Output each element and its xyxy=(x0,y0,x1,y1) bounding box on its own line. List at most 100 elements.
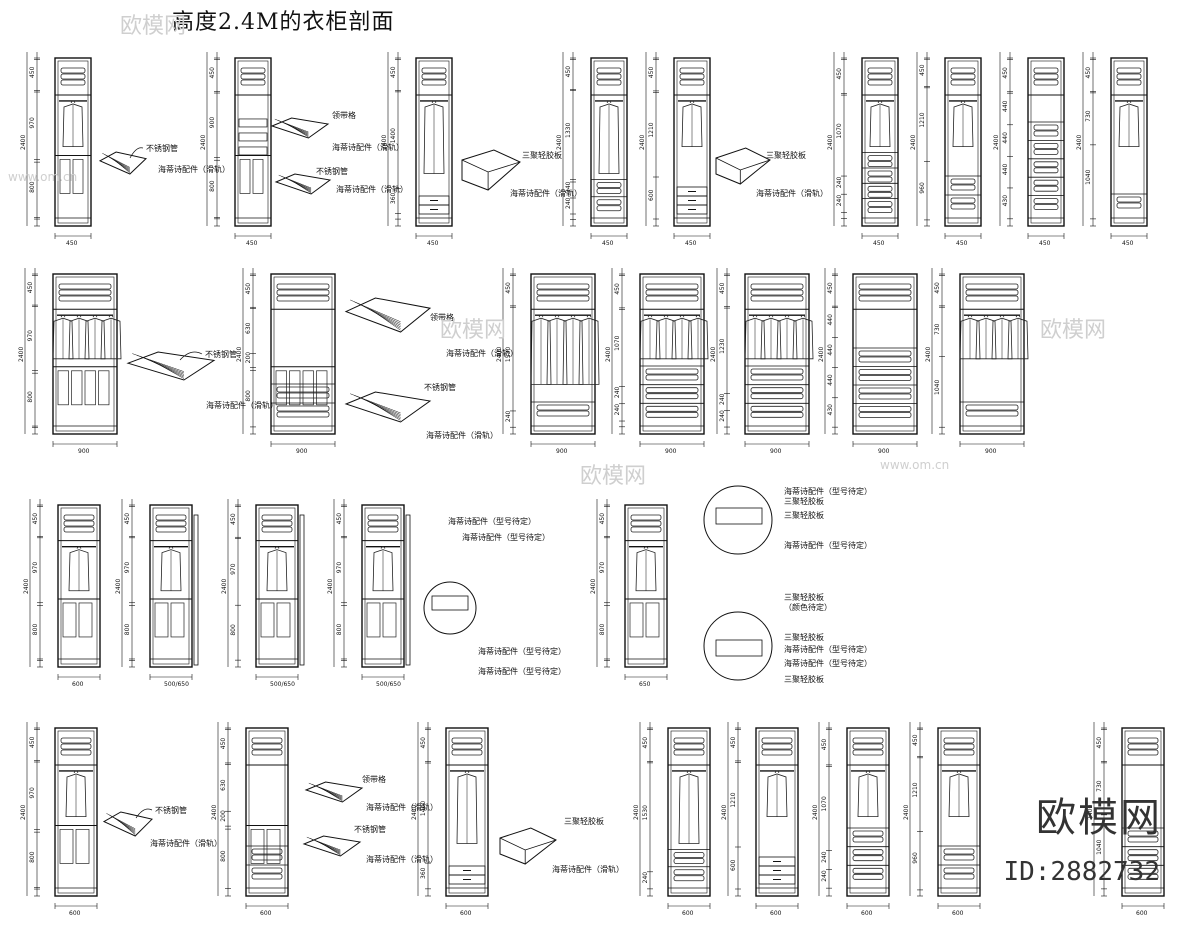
hanging-trousers xyxy=(84,370,96,406)
dimension-value: 360 xyxy=(420,867,427,879)
dimension-value: 450 xyxy=(27,282,34,294)
cabinet-inner-panel xyxy=(248,730,286,894)
hanger-hook xyxy=(431,100,437,104)
folded-clothes xyxy=(367,514,399,521)
folded-clothes xyxy=(943,873,975,880)
dimension-value: 450 xyxy=(336,513,343,525)
folded-clothes xyxy=(630,520,662,527)
hanging-garment xyxy=(456,773,478,844)
dimension-value: 900 xyxy=(209,117,216,129)
hanging-trousers xyxy=(71,370,83,406)
hanging-trousers xyxy=(98,370,110,406)
dimension-value: 800 xyxy=(336,624,343,636)
dimension-value: 630 xyxy=(245,322,252,334)
cabinet-frame xyxy=(590,57,628,227)
dimension-value: 200 xyxy=(220,810,227,822)
folded-clothes xyxy=(858,406,912,412)
label-hettich-slide: 海蒂诗配件（滑轨） xyxy=(158,164,230,174)
cabinet-frame xyxy=(1027,57,1065,227)
folded-clothes xyxy=(155,526,187,533)
dimension-value: 450 xyxy=(934,282,941,294)
folded-clothes xyxy=(1033,67,1059,74)
folded-clothes xyxy=(852,836,884,843)
folded-clothes xyxy=(1116,67,1142,74)
folded-clothes xyxy=(858,393,912,400)
hanging-garment xyxy=(372,549,394,592)
hanger-hook xyxy=(768,314,774,318)
hanger-hook xyxy=(967,314,973,318)
hanging-trousers xyxy=(366,602,381,638)
folded-clothes xyxy=(679,79,705,86)
width-dimension-value: 600 xyxy=(861,910,873,917)
dimension-value: 960 xyxy=(919,182,926,194)
width-dimension-value: 900 xyxy=(770,448,782,455)
dimension-value: 450 xyxy=(1096,737,1103,749)
label-hettich-model: 海蒂诗配件（型号待定） xyxy=(784,540,872,550)
hanging-garment xyxy=(678,773,700,844)
folded-clothes xyxy=(867,207,893,214)
folded-clothes xyxy=(965,289,1019,296)
folded-clothes xyxy=(679,73,705,80)
hanging-garment xyxy=(530,317,552,385)
hanging-trousers xyxy=(302,370,314,406)
stainless-tube-tray xyxy=(274,173,332,195)
folded-clothes xyxy=(1033,161,1059,168)
folded-clothes xyxy=(536,283,590,290)
hanger-hook xyxy=(877,100,883,104)
cabinet-frame xyxy=(361,504,405,668)
hanging-garment xyxy=(68,317,90,360)
dimension-total: 2400 xyxy=(818,347,825,362)
hanger-hook xyxy=(586,314,592,318)
dimension-value: 1210 xyxy=(648,122,655,137)
folded-clothes xyxy=(251,749,283,756)
folded-clothes xyxy=(867,79,893,86)
cabinet-inner-panel xyxy=(418,60,450,224)
width-dimension-value: 450 xyxy=(66,240,78,247)
hanger-hook xyxy=(1126,100,1132,104)
folded-clothes xyxy=(251,848,283,855)
stainless-tube-tray xyxy=(102,811,153,837)
hanging-trousers xyxy=(289,370,301,406)
dimension-value: 450 xyxy=(230,513,237,525)
folded-clothes xyxy=(750,405,804,412)
tray-bar xyxy=(132,353,184,372)
folded-clothes xyxy=(750,411,804,418)
folded-clothes xyxy=(943,743,975,750)
dimension-value: 800 xyxy=(29,851,36,863)
cabinet-frame xyxy=(57,504,101,668)
folded-clothes xyxy=(1033,73,1059,80)
folded-clothes xyxy=(367,526,399,533)
cabinet-frame xyxy=(861,57,899,227)
folded-clothes xyxy=(858,289,912,296)
dimension-value: 450 xyxy=(220,738,227,750)
hanging-trousers xyxy=(266,829,281,864)
cabinet-frame xyxy=(234,57,272,227)
folded-clothes xyxy=(867,185,893,192)
folded-clothes xyxy=(673,743,705,750)
hanger-hook xyxy=(774,770,780,774)
dimension-value: 730 xyxy=(1096,780,1103,792)
folded-clothes xyxy=(852,867,884,874)
folded-clothes xyxy=(943,854,975,861)
dimension-value: 450 xyxy=(599,513,606,525)
hanging-trousers xyxy=(382,602,397,638)
dimension-value: 430 xyxy=(827,404,834,416)
watermark-brand: 欧模网 xyxy=(580,464,647,489)
hanger-hook xyxy=(606,100,612,104)
hanger-hook xyxy=(1015,314,1021,318)
width-dimension-value: 600 xyxy=(72,681,84,688)
dimension-value: 970 xyxy=(29,117,36,129)
hanger-hook xyxy=(70,100,76,104)
dimension-value: 440 xyxy=(1002,164,1009,176)
cabinet-frame xyxy=(667,727,711,897)
cabinet-inner-panel xyxy=(676,60,708,224)
folded-clothes xyxy=(943,848,975,855)
folded-clothes xyxy=(950,79,976,86)
folded-clothes xyxy=(1127,743,1159,750)
